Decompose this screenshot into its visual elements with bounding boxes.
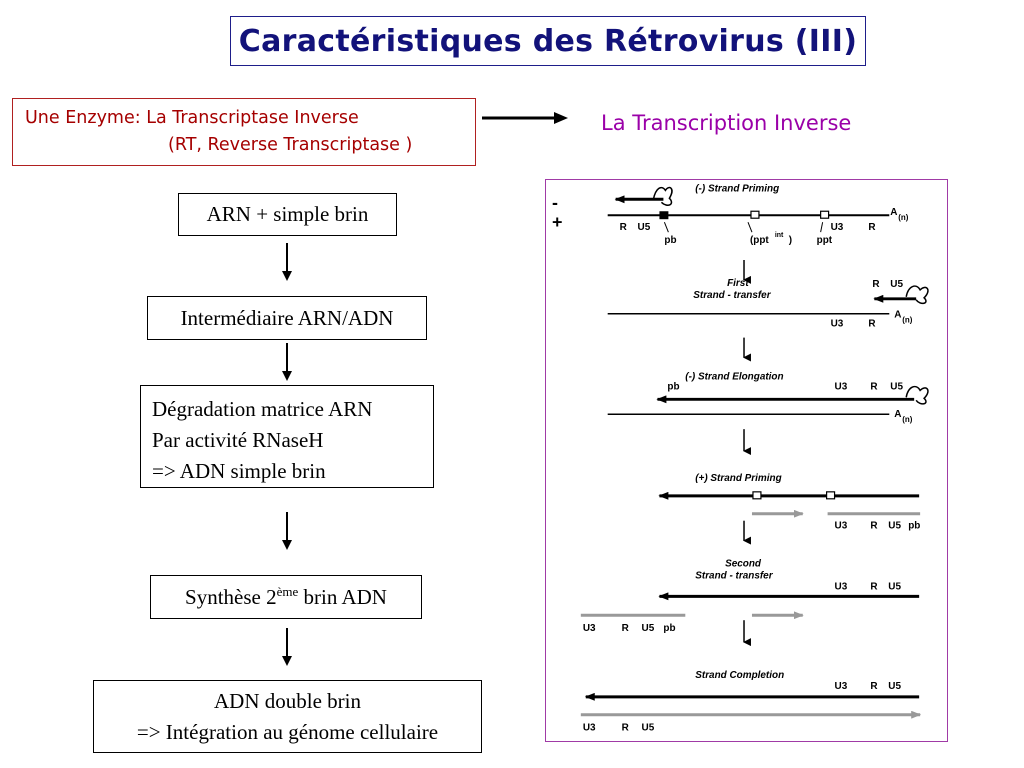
svg-text:U3: U3 (835, 681, 848, 692)
down-arrow-icon (282, 512, 292, 550)
svg-text:Strand Completion: Strand Completion (695, 670, 784, 681)
svg-text:): ) (789, 235, 792, 246)
svg-text:(n): (n) (898, 213, 909, 222)
svg-text:R: R (870, 681, 877, 692)
svg-text:Strand - transfer: Strand - transfer (693, 290, 771, 301)
step-box-3: Dégradation matrice ARN Par activité RNa… (140, 385, 434, 488)
svg-text:(n): (n) (902, 415, 913, 424)
svg-text:pb: pb (667, 381, 679, 392)
svg-text:R: R (622, 623, 629, 634)
svg-text:U3: U3 (835, 381, 848, 392)
ppt-site (820, 210, 830, 219)
title-box: Caractéristiques des Rétrovirus (III) (230, 16, 866, 66)
reverse-transcription-diagram: - + (-) Strand Priming R U5 U3 R A (n) p… (545, 179, 948, 742)
svg-text:(ppt: (ppt (750, 235, 769, 246)
svg-text:pb: pb (908, 521, 920, 532)
down-arrow-icon (282, 243, 292, 281)
svg-text:(-) Strand Elongation: (-) Strand Elongation (685, 371, 783, 382)
svg-text:A: A (894, 409, 901, 420)
svg-text:U3: U3 (831, 222, 844, 233)
svg-text:U3: U3 (583, 723, 596, 734)
svg-text:R: R (868, 319, 875, 330)
step-box-4: Synthèse 2ème brin ADN (150, 575, 422, 619)
svg-text:U5: U5 (888, 581, 901, 592)
step-box-2: Intermédiaire ARN/ADN (147, 296, 427, 340)
page-title: Caractéristiques des Rétrovirus (III) (238, 23, 858, 59)
step-5-line-2: => Intégration au génome cellulaire (136, 719, 439, 744)
stage-title: (-) Strand Priming (695, 183, 779, 194)
down-arrow-icon (282, 343, 292, 381)
svg-text:(n): (n) (902, 316, 913, 325)
svg-text:A: A (890, 207, 897, 218)
svg-text:R: R (872, 279, 879, 290)
svg-text:R: R (870, 581, 877, 592)
svg-text:Second: Second (725, 558, 762, 569)
minus-sign: - (552, 192, 558, 212)
step-3-line-1: Dégradation matrice ARN (152, 397, 373, 421)
svg-text:U5: U5 (642, 623, 655, 634)
svg-text:R: R (868, 222, 875, 233)
process-label: La Transcription Inverse (601, 111, 852, 135)
svg-text:R: R (620, 222, 627, 233)
svg-text:U3: U3 (831, 319, 844, 330)
step-box-1: ARN + simple brin (178, 193, 397, 236)
svg-text:U5: U5 (642, 723, 655, 734)
svg-text:pb: pb (663, 623, 675, 634)
svg-text:(+) Strand Priming: (+) Strand Priming (695, 473, 781, 484)
svg-text:int: int (775, 232, 784, 239)
pbs-site (659, 211, 669, 220)
svg-text:R: R (622, 723, 629, 734)
svg-text:U5: U5 (890, 381, 903, 392)
step-5-line-1: ADN double brin (214, 688, 361, 713)
svg-text:Strand - transfer: Strand - transfer (695, 570, 773, 581)
svg-text:U3: U3 (835, 581, 848, 592)
step-1-text: ARN + simple brin (206, 202, 369, 226)
trna-icon (652, 186, 673, 206)
svg-text:U5: U5 (638, 222, 651, 233)
step-3-line-3: => ADN simple brin (152, 459, 326, 483)
enzyme-line-1: Une Enzyme: La Transcriptase Inverse (25, 108, 359, 128)
svg-text:R: R (870, 521, 877, 532)
svg-text:A: A (894, 310, 901, 321)
svg-text:ppt: ppt (817, 235, 833, 246)
plus-sign: + (552, 212, 562, 232)
right-arrow-icon (482, 112, 568, 124)
enzyme-box: Une Enzyme: La Transcriptase Inverse (RT… (12, 98, 476, 166)
svg-text:pb: pb (664, 235, 676, 246)
svg-text:U3: U3 (583, 623, 596, 634)
svg-text:R: R (870, 381, 877, 392)
svg-text:U3: U3 (835, 521, 848, 532)
step-2-text: Intermédiaire ARN/ADN (180, 305, 394, 330)
ppt-int-site (750, 210, 760, 219)
step-3-line-2: Par activité RNaseH (152, 428, 324, 452)
svg-text:U5: U5 (890, 279, 903, 290)
svg-text:U5: U5 (888, 521, 901, 532)
enzyme-line-2: (RT, Reverse Transcriptase ) (168, 135, 413, 155)
svg-text:U5: U5 (888, 681, 901, 692)
step-box-5: ADN double brin => Intégration au génome… (93, 680, 482, 753)
down-arrow-icon (282, 628, 292, 666)
step-4-text: Synthèse 2ème brin ADN (185, 584, 387, 609)
svg-text:First: First (727, 278, 749, 289)
